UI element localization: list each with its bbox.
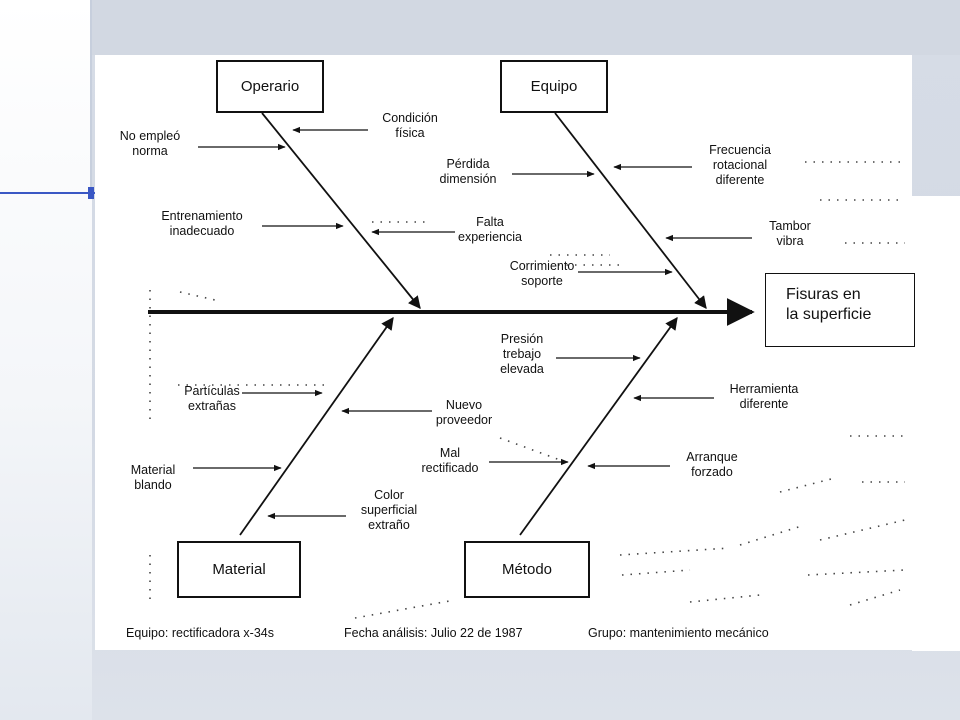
cause-label-herramienta: Herramienta diferente [714,382,814,412]
cause-text: diferente [739,397,789,411]
cause-label-perdida: Pérdida dimensión [424,157,512,187]
category-material-label: Material [212,561,266,578]
cause-text: extraño [368,518,410,532]
cause-text: Material [130,463,176,477]
cause-text: blando [134,478,172,492]
cause-text: Entrenamiento [161,209,243,223]
cause-text: rotacional [712,158,768,172]
cause-text: Corrimiento [509,259,575,273]
cause-text: Partículas [184,384,240,398]
cause-label-no-empleo: No empleó norma [106,129,194,159]
bone-operario [261,112,421,309]
diagram-canvas-extension [912,196,960,651]
cause-text: física [395,126,425,140]
cause-text: inadecuado [169,224,235,238]
slide-rule-marker [88,187,94,199]
cause-text: superficial [360,503,418,517]
slide-left-band [0,0,92,720]
cause-label-mal: Mal rectificado [408,446,492,476]
cause-label-condicion: Condición física [370,111,450,141]
cause-text: Herramienta [729,382,799,396]
category-operario-box: Operario [216,60,324,113]
cause-text: vibra [776,234,804,248]
cause-text: dimensión [439,172,497,186]
cause-text: forzado [691,465,733,479]
category-equipo-box: Equipo [500,60,608,113]
footer-fecha: Fecha análisis: Julio 22 de 1987 [344,626,523,640]
footer-grupo: Grupo: mantenimiento mecánico [588,626,769,640]
effect-line-2: la superficie [786,306,872,323]
slide-horizontal-rule [0,192,98,194]
cause-text: No empleó [119,129,181,143]
cause-label-material: Material blando [112,463,194,493]
dotted-traces [149,161,906,619]
cause-text: rectificado [421,461,479,475]
slide-top-band [92,0,960,55]
cause-label-frecuencia: Frecuencia rotacional diferente [690,143,790,188]
cause-label-color: Color superficial extraño [342,488,436,533]
effect-box: Fisuras en la superficie [765,273,915,347]
cause-text: Frecuencia [709,143,771,157]
cause-label-arranque: Arranque forzado [670,450,754,480]
cause-text: norma [132,144,168,158]
cause-text: extrañas [188,399,236,413]
category-equipo-label: Equipo [530,78,578,95]
cause-text: Mal [439,446,461,460]
cause-label-corrimiento: Corrimiento soporte [494,259,590,289]
cause-label-particulas: Partículas extrañas [166,384,258,414]
cause-label-presion: Presión trebajo elevada [482,332,562,377]
cause-label-nuevo: Nuevo proveedor [424,398,504,428]
cause-text: Color [374,488,404,502]
cause-text: Arranque [686,450,738,464]
cause-text: Condición [382,111,438,125]
category-material-box: Material [177,541,301,598]
bone-material [239,316,394,536]
cause-text: Presión [500,332,544,346]
cause-text: trebajo [502,347,542,361]
category-metodo-label: Método [501,561,553,578]
cause-text: Pérdida [446,157,490,171]
cause-text: Tambor [769,219,811,233]
effect-line-1: Fisuras en [786,286,861,303]
bone-equipo [554,112,707,309]
footer-equipo: Equipo: rectificadora x-34s [126,626,274,640]
cause-label-tambor: Tambor vibra [750,219,830,249]
cause-text: elevada [500,362,544,376]
cause-text: experiencia [458,230,522,244]
cause-text: proveedor [435,413,493,427]
cause-text: Falta [476,215,504,229]
cause-label-entrenamiento: Entrenamiento inadecuado [146,209,258,239]
category-metodo-box: Método [464,541,590,598]
cause-label-falta: Falta experiencia [440,215,540,245]
slide-vertical-rule [90,0,92,196]
cause-text: Nuevo [445,398,483,412]
bone-metodo [519,316,678,536]
category-operario-label: Operario [240,78,300,95]
cause-text: diferente [715,173,765,187]
cause-text: soporte [521,274,563,288]
